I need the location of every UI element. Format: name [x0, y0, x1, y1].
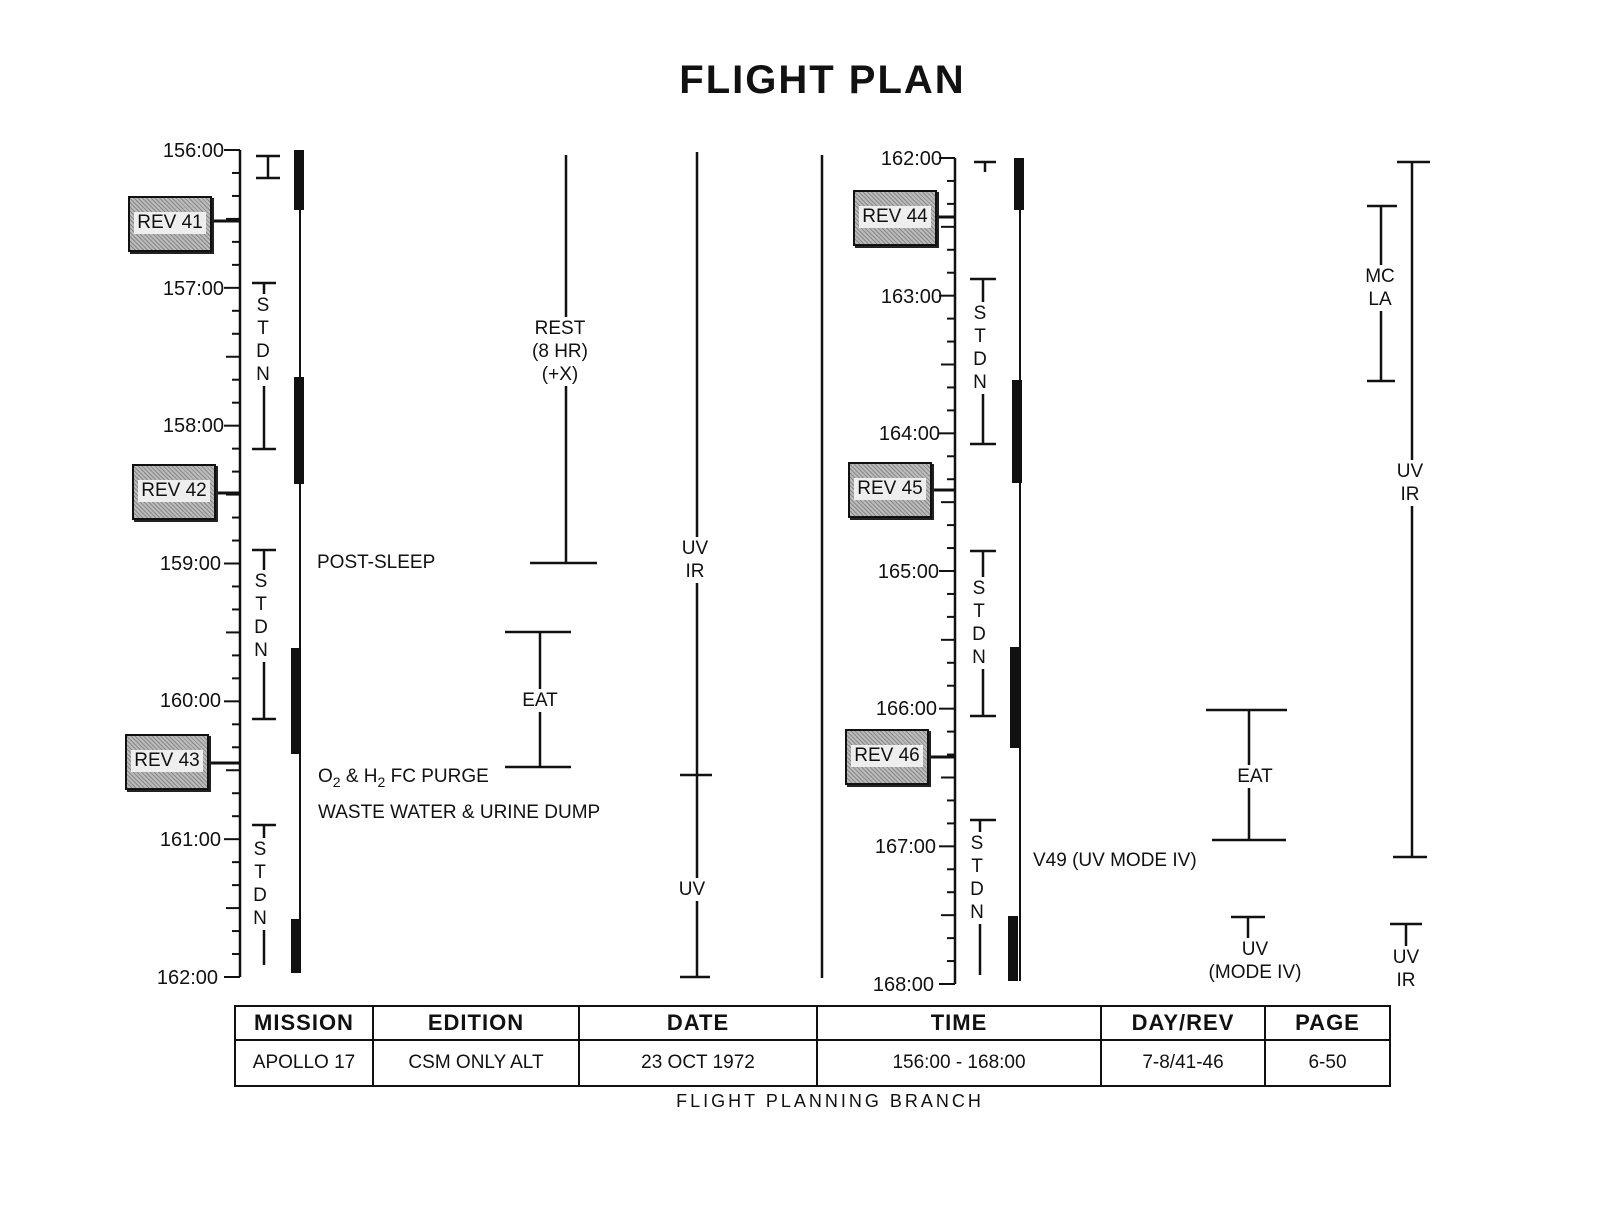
- edition-value: CSM ONLY ALT: [372, 1039, 580, 1087]
- time-label: 158:00: [162, 415, 224, 437]
- header-time: TIME: [816, 1005, 1102, 1041]
- table-header-row: MISSION EDITION DATE TIME DAY/REV PAGE: [234, 1005, 1391, 1041]
- header-mission: MISSION: [234, 1005, 374, 1041]
- time-label: 165:00: [877, 561, 939, 583]
- time-label: 162:00: [156, 967, 218, 989]
- table-row: APOLLO 17 CSM ONLY ALT 23 OCT 1972 156:0…: [234, 1039, 1391, 1087]
- time-label: 163:00: [880, 286, 942, 308]
- post-sleep-label: POST-SLEEP: [317, 552, 436, 573]
- mission-value: APOLLO 17: [234, 1039, 374, 1087]
- time-label: 166:00: [875, 698, 937, 720]
- rest-label: REST(8 HR)(+X): [532, 317, 588, 386]
- waste-dump-label: WASTE WATER & URINE DUMP: [318, 802, 601, 823]
- footer-label: FLIGHT PLANNING BRANCH: [676, 1091, 984, 1111]
- time-label: 159:00: [159, 553, 221, 575]
- v49-label: V49 (UV MODE IV): [1033, 850, 1197, 871]
- eat-right-label: EAT: [1237, 765, 1273, 788]
- time-label: 156:00: [162, 140, 224, 162]
- eat-label: EAT: [522, 689, 558, 712]
- rev-box: REV 41: [128, 196, 212, 252]
- time-label: 162:00: [880, 148, 942, 170]
- uv-ir-bar-right: [1393, 160, 1430, 859]
- rev-box: REV 42: [132, 464, 216, 520]
- page-title: FLIGHT PLAN: [679, 58, 966, 102]
- rev-box: REV 43: [125, 734, 209, 790]
- time-label: 168:00: [872, 974, 934, 996]
- page-value: 6-50: [1264, 1039, 1391, 1087]
- darkness-bars: [291, 150, 1024, 981]
- time-label: 157:00: [162, 278, 224, 300]
- time-value: 156:00 - 168:00: [816, 1039, 1102, 1087]
- header-edition: EDITION: [372, 1005, 580, 1041]
- rev-box: REV 44: [853, 190, 937, 246]
- time-label: 161:00: [159, 829, 221, 851]
- header-date: DATE: [578, 1005, 818, 1041]
- header-page: PAGE: [1264, 1005, 1391, 1041]
- uv-mode-label: UV(MODE IV): [1208, 938, 1302, 984]
- header-day-rev: DAY/REV: [1100, 1005, 1266, 1041]
- info-table: MISSION EDITION DATE TIME DAY/REV PAGE A…: [234, 1005, 1391, 1087]
- time-label: 164:00: [878, 423, 940, 445]
- day-rev-value: 7-8/41-46: [1100, 1039, 1266, 1087]
- date-value: 23 OCT 1972: [578, 1039, 818, 1087]
- rev-box: REV 46: [845, 729, 929, 785]
- time-label: 160:00: [159, 690, 221, 712]
- uv-label: UV: [678, 878, 706, 901]
- uv-ir-end-bar: [1390, 922, 1422, 946]
- rev-box: REV 45: [848, 462, 932, 518]
- uv-mode-bar: [1231, 915, 1265, 940]
- time-label: 167:00: [874, 836, 936, 858]
- fc-purge-label: O2 & H2 FC PURGE: [318, 766, 489, 790]
